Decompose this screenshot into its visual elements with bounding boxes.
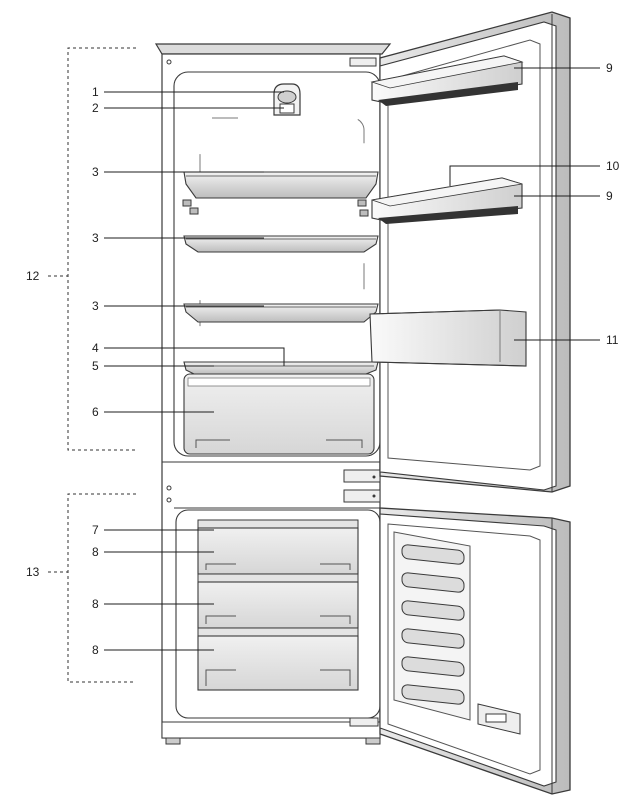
label-5: 5 — [92, 359, 99, 373]
glass-shelf-middle — [183, 235, 379, 253]
crisper-cover — [183, 361, 379, 375]
bottom-plinth — [161, 721, 381, 739]
label-13: 13 — [26, 565, 40, 579]
thermostat-lamp — [273, 83, 301, 116]
label-11: 11 — [606, 333, 619, 347]
label-8-third: 8 — [92, 643, 99, 657]
door-shelf-lower — [371, 177, 523, 224]
evaporator-slots — [401, 544, 465, 705]
freezer-drawers — [197, 519, 359, 691]
label-7: 7 — [92, 523, 99, 537]
label-6: 6 — [92, 405, 99, 419]
leader-lines — [104, 67, 600, 651]
foot-right — [365, 737, 381, 745]
door-shelf-upper — [370, 55, 524, 106]
label-3-top: 3 — [92, 165, 99, 179]
glass-shelf-top — [182, 171, 379, 217]
label-8-first: 8 — [92, 545, 99, 559]
freezer-drawer-2 — [197, 573, 359, 629]
label-9-lower: 9 — [606, 189, 613, 203]
callout-labels: 1 2 3 3 3 4 5 6 7 8 8 8 9 10 9 11 12 13 — [26, 61, 620, 657]
label-12: 12 — [26, 269, 40, 283]
label-10: 10 — [606, 159, 620, 173]
label-1: 1 — [92, 85, 99, 99]
label-3-middle: 3 — [92, 231, 99, 245]
label-9-upper: 9 — [606, 61, 613, 75]
thermostat-knob — [277, 90, 297, 104]
fridge-door-liner — [387, 39, 541, 471]
foot-left — [165, 737, 181, 745]
hinge-block-lower — [343, 489, 381, 503]
label-8-second: 8 — [92, 597, 99, 611]
glass-shelf-lower — [183, 303, 379, 323]
label-4: 4 — [92, 341, 99, 355]
top-cap — [154, 43, 392, 55]
crisper-drawer — [183, 373, 375, 455]
freezer-door — [379, 507, 571, 795]
freezer-drawer-3 — [197, 627, 359, 691]
bottle-shelf — [369, 309, 527, 367]
label-3-lower: 3 — [92, 299, 99, 313]
glass-shelves — [182, 171, 379, 323]
bracket-lines — [48, 47, 136, 683]
label-2: 2 — [92, 101, 99, 115]
freezer-drawer-1 — [197, 519, 359, 575]
